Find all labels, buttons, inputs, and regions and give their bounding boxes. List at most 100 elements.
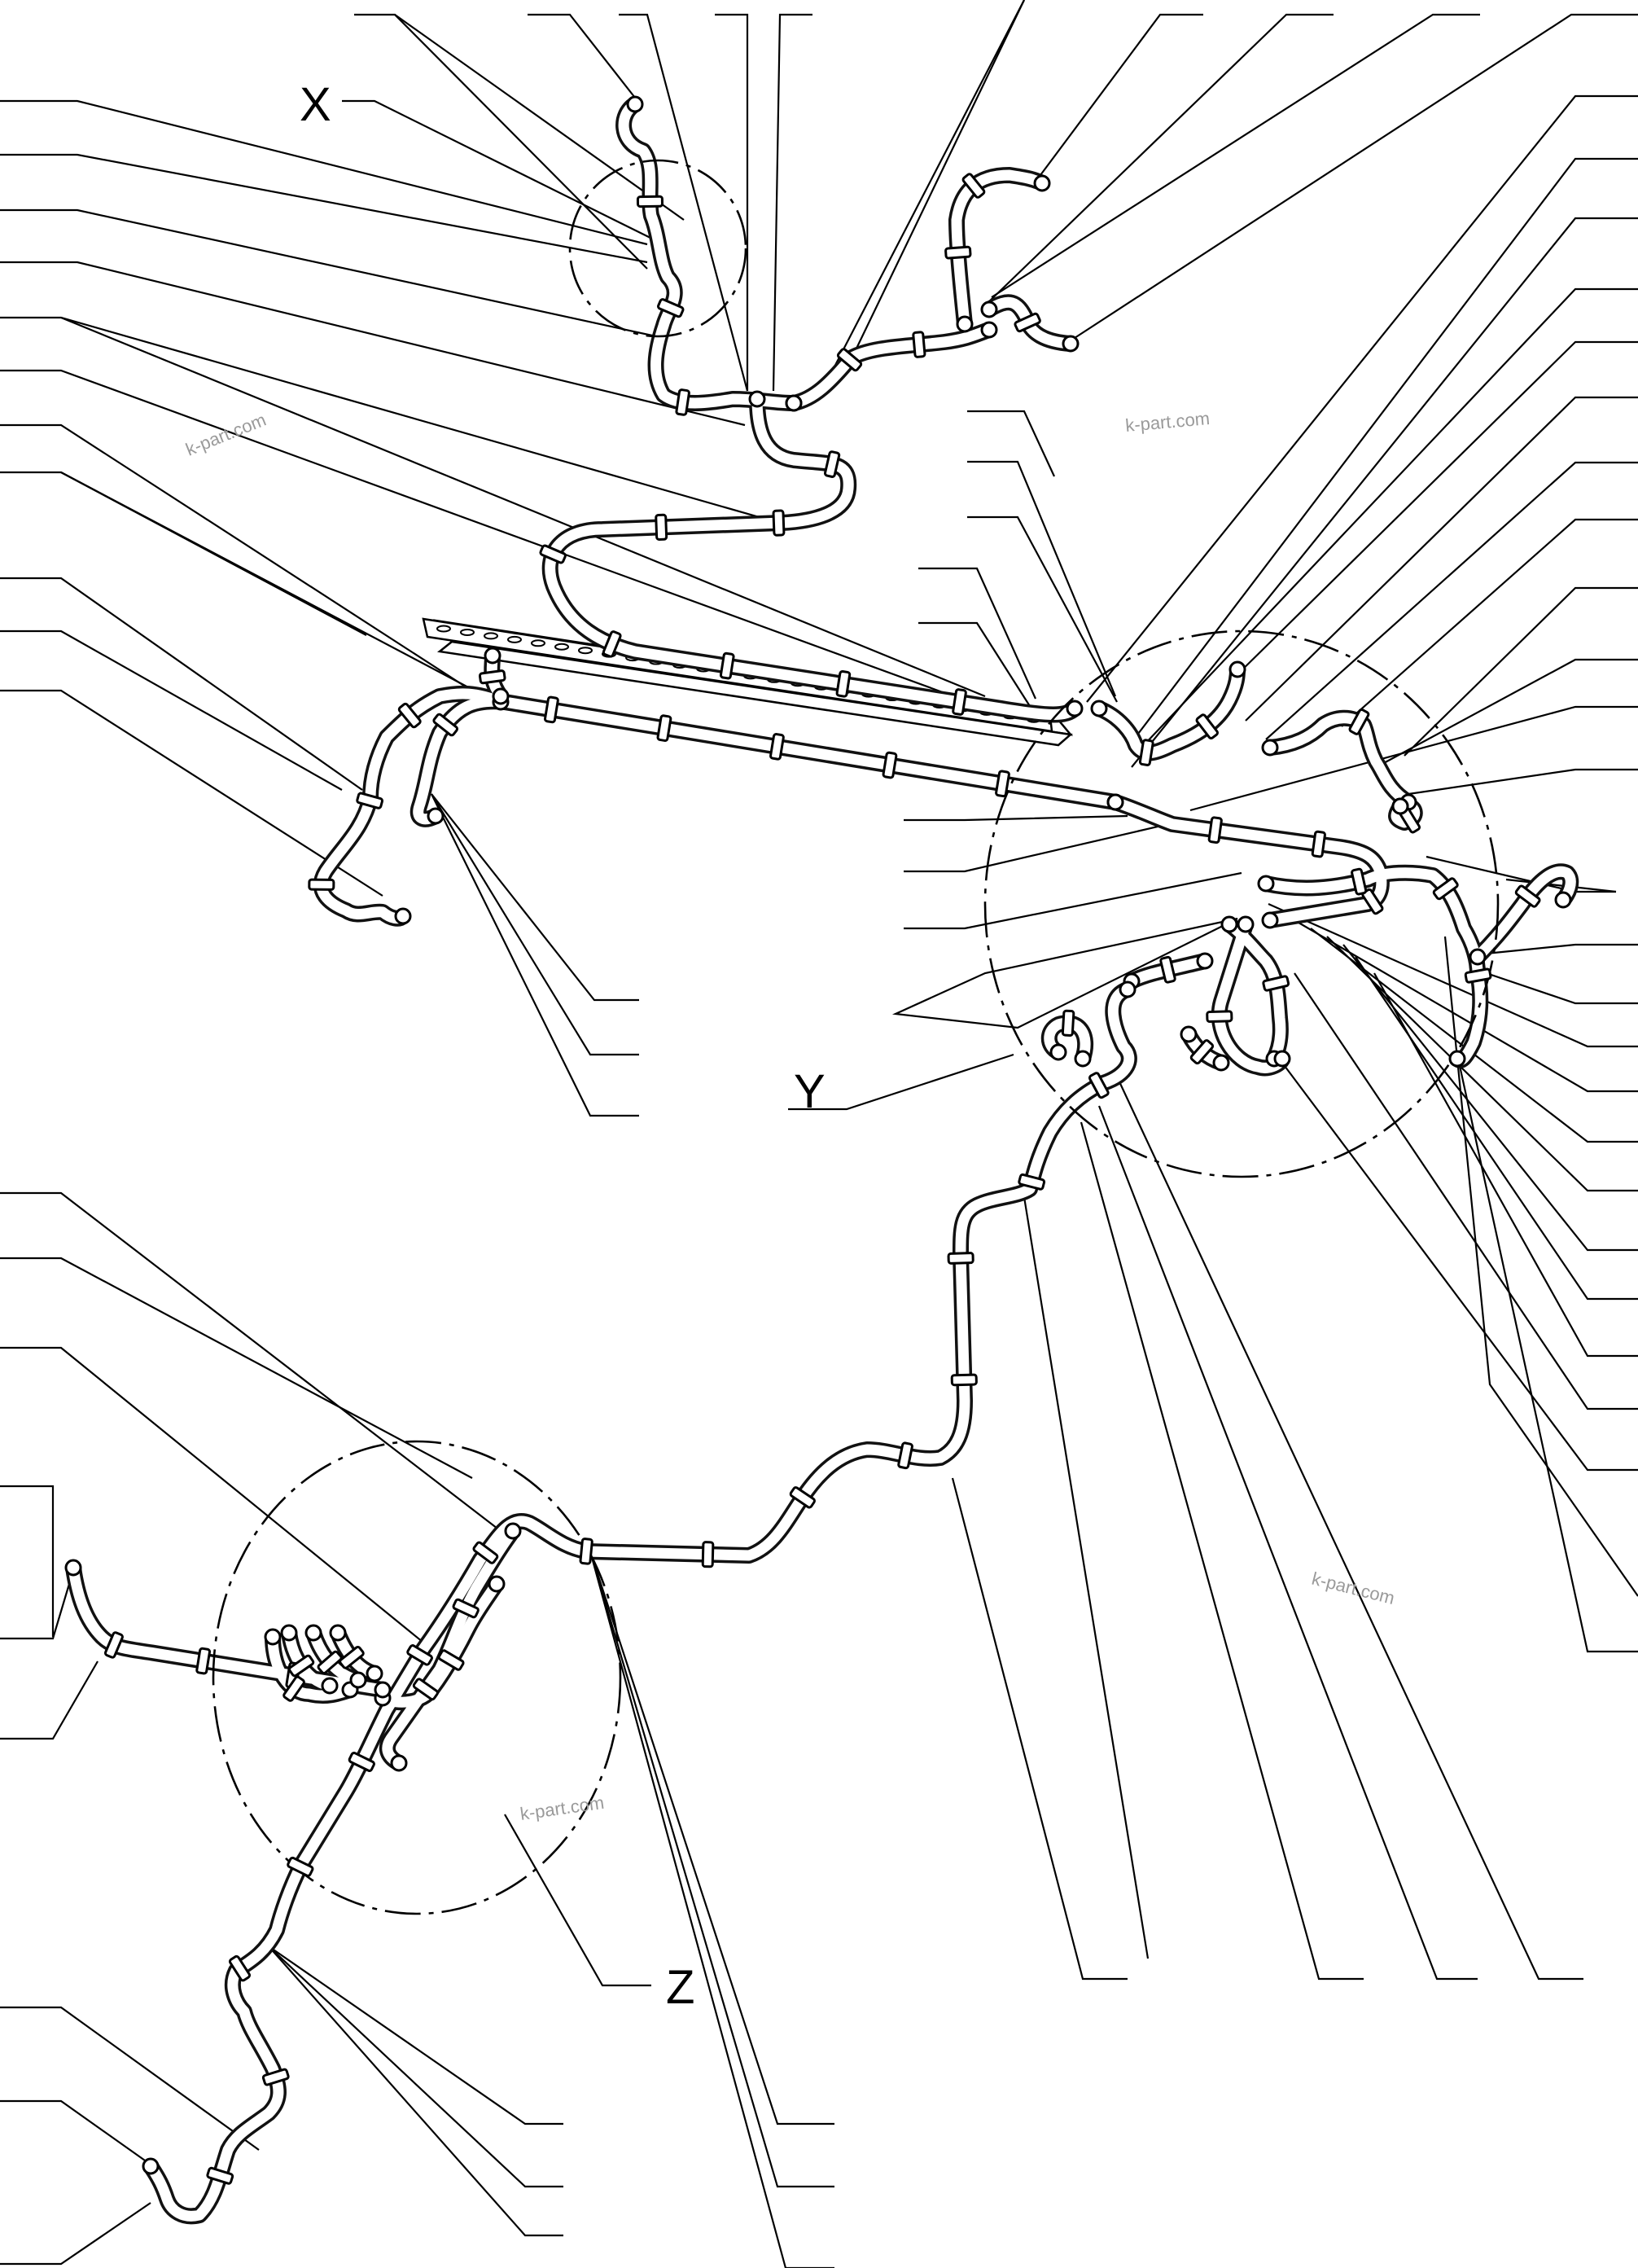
hose-core xyxy=(267,1631,356,1701)
hose-fitting xyxy=(1261,739,1279,757)
leader-left-1 xyxy=(0,99,648,246)
hose-fitting xyxy=(785,394,803,412)
hose-fitting xyxy=(304,1624,322,1642)
watermark: k-part.com xyxy=(183,410,269,460)
hose-fitting xyxy=(1257,875,1275,893)
leader-top-1 xyxy=(354,13,648,270)
leader-mid-3 xyxy=(431,793,639,1117)
hose-clamp xyxy=(1311,830,1326,858)
bracket-hole xyxy=(436,625,451,633)
hose-clamp xyxy=(719,651,735,680)
hose-clamp xyxy=(1206,1010,1233,1024)
leader-top-5 xyxy=(772,13,812,392)
leader-y-6 xyxy=(904,814,1128,822)
leader-right-17 xyxy=(1294,919,1638,1093)
leader-right-16 xyxy=(1268,902,1638,1048)
hose-fitting xyxy=(321,1677,339,1695)
leader-left-11 xyxy=(0,689,383,897)
leader-top-10 xyxy=(1074,13,1638,339)
hose-fitting xyxy=(1074,1050,1092,1068)
leader-right-23 xyxy=(1294,972,1638,1410)
hose-clamp xyxy=(288,1654,315,1678)
leader-lower-6 xyxy=(0,1660,99,1740)
hose-fitting xyxy=(1212,1054,1230,1072)
leader-right-21 xyxy=(1355,956,1638,1301)
hose-fitting xyxy=(484,647,501,665)
leader-bc-6 xyxy=(589,1551,834,2268)
hose-fitting xyxy=(1180,1025,1198,1043)
hose-clamp xyxy=(950,1373,978,1387)
leader-left-9 xyxy=(0,577,363,791)
hose-clamp xyxy=(317,1650,343,1674)
hose-clamp xyxy=(1138,739,1154,766)
hose-fitting xyxy=(366,1665,383,1682)
hose-core xyxy=(1044,1017,1091,1064)
leader-right-15 xyxy=(1469,966,1638,1005)
leader-y-1 xyxy=(918,567,1037,700)
hose-clamp xyxy=(836,348,863,372)
leader-lower-8 xyxy=(0,2099,160,2171)
hose-fitting xyxy=(488,1575,506,1593)
leader-bottom-1 xyxy=(951,1477,1128,1981)
detail-circles xyxy=(212,159,1500,1915)
hose-clamp xyxy=(1189,1039,1215,1065)
hose-clamp xyxy=(261,2068,290,2086)
leader-right-22 xyxy=(1373,972,1638,1358)
hose-fitting xyxy=(280,1624,298,1642)
leader-left-4 xyxy=(0,261,746,427)
hose-fitting xyxy=(1448,1050,1466,1068)
hose-fitting xyxy=(1062,335,1080,353)
hose-fitting xyxy=(1033,174,1051,192)
leader-bc-1 xyxy=(268,1946,563,2125)
hose-core xyxy=(145,984,1135,2222)
leader-bc-5 xyxy=(589,1551,834,2188)
leader-mid-1 xyxy=(431,793,639,1002)
leader-right-8 xyxy=(1341,518,1638,727)
watermark: k-part.com xyxy=(1124,408,1211,436)
hose-clamp xyxy=(1088,1072,1110,1099)
leader-y-7 xyxy=(904,823,1169,873)
leader-mid-2 xyxy=(431,793,639,1056)
hose-clamp xyxy=(995,770,1010,798)
leader-right-13b xyxy=(1505,878,1617,893)
leader-right-11 xyxy=(1189,705,1638,812)
hose-clamp xyxy=(1262,975,1290,992)
bracket-hole xyxy=(578,647,593,655)
hose-fitting xyxy=(1469,948,1487,966)
hose-fitting xyxy=(374,1681,392,1699)
hose-fitting xyxy=(980,300,998,318)
leader-left-10 xyxy=(0,630,343,791)
leader-top-2 xyxy=(528,13,636,99)
hose-fitting xyxy=(394,907,412,925)
hose-clamp xyxy=(657,298,685,318)
hose-core xyxy=(1472,866,1576,963)
hose-fitting xyxy=(349,1671,367,1689)
leader-right-18 xyxy=(1310,928,1638,1143)
hose-fitting xyxy=(1391,797,1409,815)
leader-z xyxy=(504,1814,651,1987)
leader-left-6 xyxy=(0,369,1010,718)
hose-clamp xyxy=(675,388,690,416)
leader-y-4 xyxy=(967,460,1117,697)
leader-right-3 xyxy=(1131,217,1638,768)
leader-bc-4 xyxy=(589,1551,834,2125)
hose-clamp xyxy=(655,513,668,541)
hose-clamp xyxy=(406,1644,433,1666)
hose-clamp xyxy=(835,669,852,698)
watermark: k-part.com xyxy=(519,1792,605,1824)
hose-fitting xyxy=(264,1628,282,1646)
leader-right-24 xyxy=(1281,1062,1638,1472)
bracket-hole xyxy=(531,639,545,647)
hose-big-drop xyxy=(142,981,1137,2225)
hose-clamp xyxy=(1159,955,1176,984)
leader-bottom-5 xyxy=(1116,1076,1583,1981)
leader-top-9 xyxy=(991,13,1480,298)
bracket-hole xyxy=(554,643,569,651)
hose-clamp xyxy=(206,2166,234,2185)
hose-clamp xyxy=(348,1752,375,1772)
hose-clamp xyxy=(701,1541,715,1568)
hose-clamp xyxy=(772,509,786,537)
leader-top-1b xyxy=(394,14,685,221)
